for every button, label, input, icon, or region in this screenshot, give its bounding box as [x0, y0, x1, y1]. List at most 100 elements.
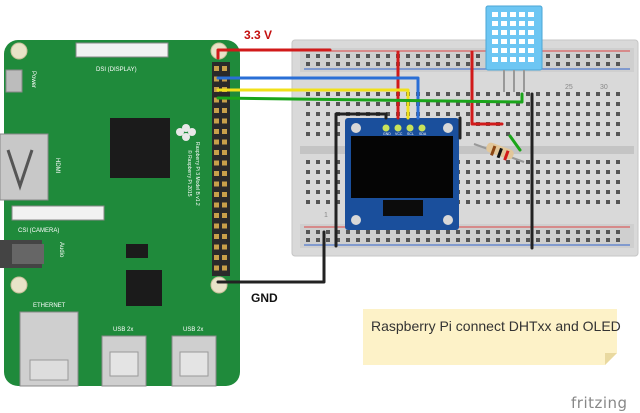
- hole: [536, 122, 540, 126]
- hole: [536, 102, 540, 106]
- hole: [446, 54, 450, 58]
- hole: [596, 62, 600, 66]
- hole: [386, 92, 390, 96]
- hole: [586, 122, 590, 126]
- hole: [336, 170, 340, 174]
- hole: [616, 200, 620, 204]
- gpio-pin: [214, 202, 219, 208]
- hole: [456, 238, 460, 242]
- grille-slot: [528, 57, 534, 62]
- dsi-label: DSI (DISPLAY): [96, 67, 137, 73]
- hole: [316, 54, 320, 58]
- audio-label: Audio: [58, 242, 64, 258]
- hole: [586, 112, 590, 116]
- hole: [606, 122, 610, 126]
- hole: [336, 238, 340, 242]
- hole: [556, 200, 560, 204]
- hole: [316, 190, 320, 194]
- hole: [546, 238, 550, 242]
- hole: [606, 238, 610, 242]
- hole: [586, 92, 590, 96]
- hole: [616, 170, 620, 174]
- hole: [516, 238, 520, 242]
- hole: [386, 54, 390, 58]
- hole: [506, 190, 510, 194]
- gpio-pin: [222, 66, 227, 71]
- hole: [556, 180, 560, 184]
- hole: [606, 92, 610, 96]
- hole: [516, 92, 520, 96]
- hole: [306, 190, 310, 194]
- hole: [356, 102, 360, 106]
- hole: [516, 200, 520, 204]
- hole: [576, 54, 580, 58]
- grille-slot: [492, 57, 498, 62]
- hole: [306, 230, 310, 234]
- note-box: [363, 309, 617, 365]
- hole: [336, 122, 340, 126]
- hole: [566, 92, 570, 96]
- hole: [336, 132, 340, 136]
- hole: [546, 122, 550, 126]
- hole: [576, 170, 580, 174]
- hole: [446, 102, 450, 106]
- gpio-pin: [214, 150, 219, 155]
- hole: [606, 160, 610, 164]
- hole: [436, 112, 440, 116]
- hole: [426, 112, 430, 116]
- hole: [486, 238, 490, 242]
- hole: [326, 62, 330, 66]
- note: Raspberry Pi connect DHTxx and OLED: [363, 309, 621, 365]
- hole: [536, 92, 540, 96]
- hole: [356, 238, 360, 242]
- hole: [336, 62, 340, 66]
- hole: [536, 190, 540, 194]
- gpio-pin: [222, 234, 227, 239]
- grille-slot: [510, 57, 516, 62]
- hole: [436, 54, 440, 58]
- grille-slot: [519, 30, 525, 35]
- hole: [306, 102, 310, 106]
- hole: [326, 170, 330, 174]
- hole: [596, 112, 600, 116]
- hole: [616, 54, 620, 58]
- hole: [466, 122, 470, 126]
- hole: [446, 238, 450, 242]
- hole: [326, 180, 330, 184]
- hole: [436, 62, 440, 66]
- hole: [306, 238, 310, 242]
- hole: [316, 62, 320, 66]
- hole: [326, 132, 330, 136]
- hole: [416, 238, 420, 242]
- hole: [506, 102, 510, 106]
- hole: [576, 180, 580, 184]
- hole: [576, 190, 580, 194]
- hole: [326, 190, 330, 194]
- hole: [596, 200, 600, 204]
- grille-slot: [528, 39, 534, 44]
- breadboard-number-1: 1: [324, 212, 328, 219]
- wire-data: [216, 76, 420, 120]
- hole: [596, 54, 600, 58]
- hole: [546, 180, 550, 184]
- hole: [506, 200, 510, 204]
- hole: [426, 92, 430, 96]
- hole: [436, 102, 440, 106]
- hole: [466, 112, 470, 116]
- grille-slot: [501, 21, 507, 26]
- hole: [606, 200, 610, 204]
- gpio-pin: [214, 223, 219, 229]
- hole: [466, 170, 470, 174]
- hole: [306, 200, 310, 204]
- hole: [356, 54, 360, 58]
- hole: [516, 112, 520, 116]
- grille-slot: [519, 21, 525, 26]
- hole: [556, 170, 560, 174]
- hole: [546, 190, 550, 194]
- hole: [456, 92, 460, 96]
- hole: [586, 190, 590, 194]
- oled-module: GND VCC SCL SDA: [345, 118, 459, 230]
- hole: [486, 92, 490, 96]
- gpio-pin: [222, 139, 227, 145]
